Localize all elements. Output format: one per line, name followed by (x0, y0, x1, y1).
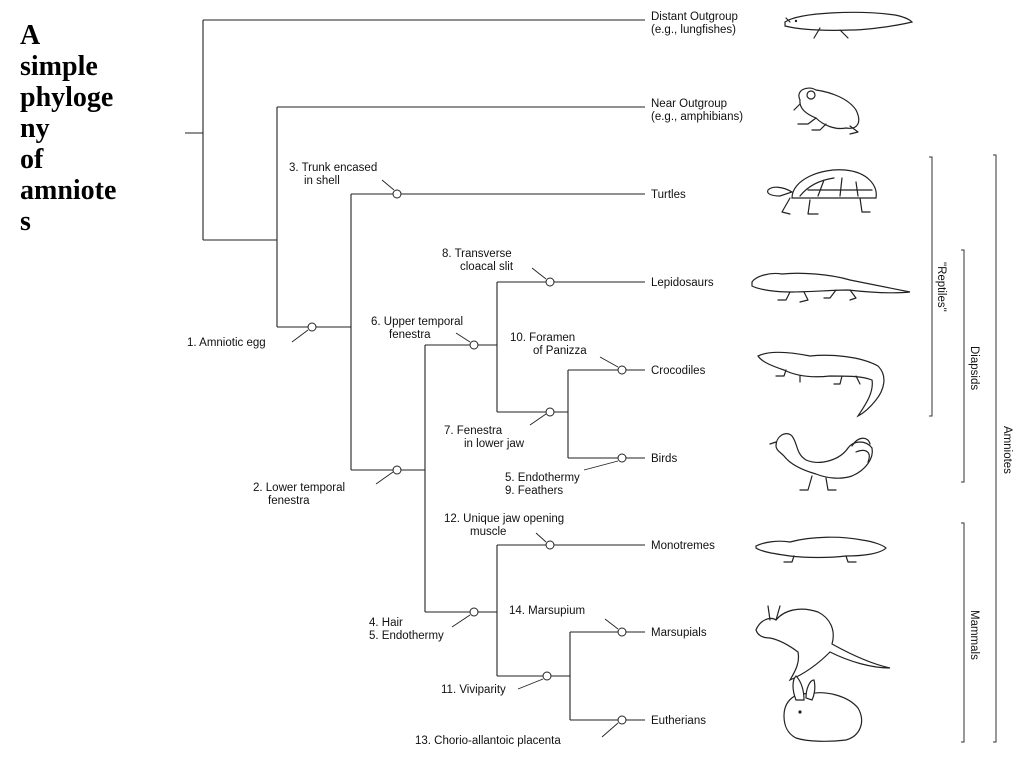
character-node (545, 407, 555, 417)
branch-therians (569, 631, 645, 721)
leader-line (375, 471, 394, 485)
title-line: A (20, 20, 41, 51)
title-line: phyloge (20, 82, 114, 113)
lungfish-icon (784, 11, 914, 39)
reptiles-bracket-label: "Reptiles" (935, 262, 947, 312)
taxon-labels: Distant Outgroup(e.g., lungfishes) Near … (651, 11, 743, 727)
character-label: 11. Viviparity (441, 684, 506, 696)
tortoise-icon (767, 169, 877, 215)
character-node (307, 322, 317, 332)
leader-line (583, 460, 619, 471)
taxon-label: Turtles (651, 189, 686, 201)
frog-icon (793, 87, 860, 135)
leader-line (529, 413, 547, 426)
lizard-icon (751, 272, 911, 303)
taxon-label: Crocodiles (651, 365, 706, 377)
title-line: simple (20, 51, 98, 82)
title-line: amniote (20, 175, 117, 206)
leader-lines (291, 179, 619, 738)
tree-branches (185, 19, 645, 721)
character-node (392, 465, 402, 475)
taxon-label: Distant Outgroup(e.g., lungfishes) (651, 11, 738, 36)
character-label: 1. Amniotic egg (187, 337, 266, 349)
taxon-label: Lepidosaurs (651, 277, 714, 289)
leader-line (601, 722, 619, 738)
branch-mammals (496, 544, 645, 677)
platypus-icon (755, 536, 887, 563)
reptiles-bracket (929, 156, 933, 417)
taxon-label: Eutherians (651, 715, 706, 727)
title-line: s (20, 206, 31, 237)
character-node (617, 453, 627, 463)
character-node (545, 540, 555, 550)
leader-line (604, 618, 619, 630)
leader-line (455, 332, 471, 343)
character-label: 14. Marsupium (509, 605, 585, 617)
character-node (545, 277, 555, 287)
character-node (469, 607, 479, 617)
taxon-label: Birds (651, 453, 677, 465)
title-line: ny (20, 113, 50, 144)
leader-line (531, 267, 547, 280)
title-line: of (20, 144, 44, 175)
diapsids-bracket (961, 249, 965, 483)
character-node (542, 671, 552, 681)
character-label: 13. Chorio-allantoic placenta (415, 735, 561, 747)
amniotes-bracket-label: Amniotes (1001, 426, 1013, 474)
diapsids-bracket-label: Diapsids (968, 346, 980, 390)
leader-line (535, 532, 547, 543)
leader-line (517, 678, 544, 690)
group-brackets: "Reptiles" Diapsids Amniotes Mammals (929, 154, 1013, 743)
taxon-label: Monotremes (651, 540, 715, 552)
leader-line (599, 356, 619, 368)
character-node (617, 715, 627, 725)
leader-line (381, 179, 395, 191)
rooster-icon (769, 433, 873, 491)
taxon-label: Marsupials (651, 627, 707, 639)
character-node (392, 189, 402, 199)
branch-archosaurs (567, 369, 645, 459)
branch-diapsids (496, 281, 645, 413)
character-node (469, 340, 479, 350)
mammals-bracket (961, 522, 965, 743)
rabbit-icon (783, 675, 863, 742)
amniotes-bracket (993, 154, 997, 743)
mammals-bracket-label: Mammals (968, 610, 980, 660)
branch-root (202, 19, 645, 241)
branch-sauropsids-mammals (424, 344, 497, 613)
taxon-label: Near Outgroup(e.g., amphibians) (651, 98, 743, 123)
kangaroo-icon (755, 605, 891, 682)
character-nodes (307, 189, 627, 725)
slide-title: A simple phyloge ny of amniote s (20, 20, 150, 237)
character-node (617, 627, 627, 637)
leader-line (291, 329, 309, 343)
branch-near-outgroup (276, 106, 645, 328)
crocodile-icon (757, 351, 885, 418)
character-node (617, 365, 627, 375)
leader-line (451, 614, 471, 628)
